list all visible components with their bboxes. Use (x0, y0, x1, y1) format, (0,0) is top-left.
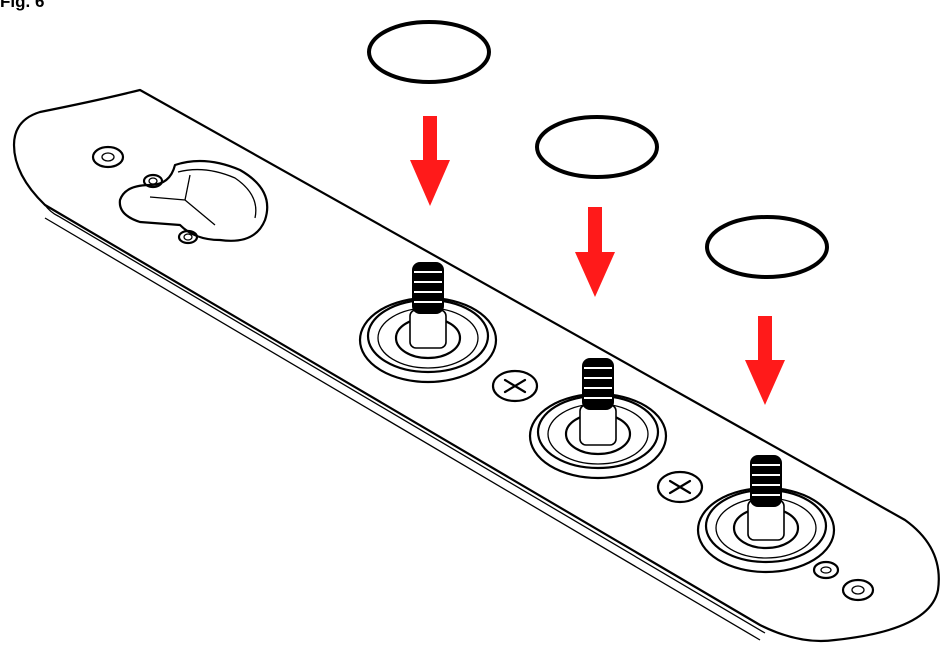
o-ring-2 (535, 115, 659, 179)
right-screw-hole-2 (841, 578, 875, 602)
toggle-switch-3 (696, 455, 836, 574)
down-arrow-3 (745, 316, 785, 405)
o-ring-1 (367, 20, 491, 84)
left-screw-hole-3 (177, 229, 199, 245)
down-arrow-1 (410, 116, 450, 206)
toggle-switch-2 (528, 358, 668, 480)
left-screw-hole-2 (142, 173, 164, 189)
toggle-switch-1 (358, 262, 498, 384)
down-arrow-2 (575, 207, 615, 297)
cross-screw-2 (656, 470, 704, 504)
figure-label: Fig. 6 (0, 0, 45, 11)
keyhole-cutout (118, 159, 269, 242)
o-ring-3 (705, 215, 829, 279)
left-screw-hole-1 (91, 145, 125, 169)
mounting-plate (12, 88, 940, 643)
cross-screw-1 (491, 369, 539, 403)
right-screw-hole-1 (812, 560, 840, 580)
